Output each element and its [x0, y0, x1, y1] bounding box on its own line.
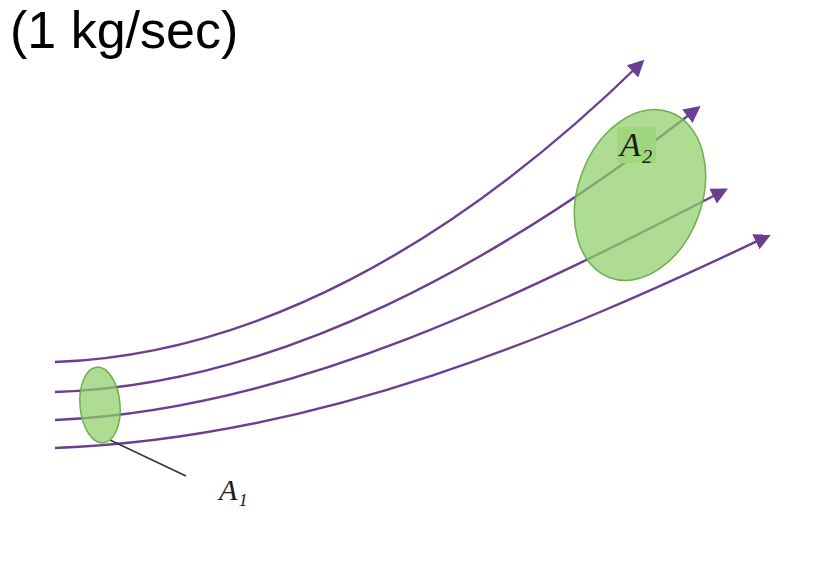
- area-ellipse-outline: [552, 91, 729, 299]
- cross-section-area: A₁: [76, 362, 256, 512]
- area-ellipse-outline: [77, 365, 123, 444]
- area-ellipse: [565, 95, 715, 295]
- area-label: A₁: [216, 474, 251, 506]
- cross-section-area: A₂: [565, 95, 715, 295]
- flow-rate-label: (1 kg/sec): [10, 2, 238, 59]
- leader-line: [110, 440, 186, 476]
- area-label: A₂: [617, 127, 656, 163]
